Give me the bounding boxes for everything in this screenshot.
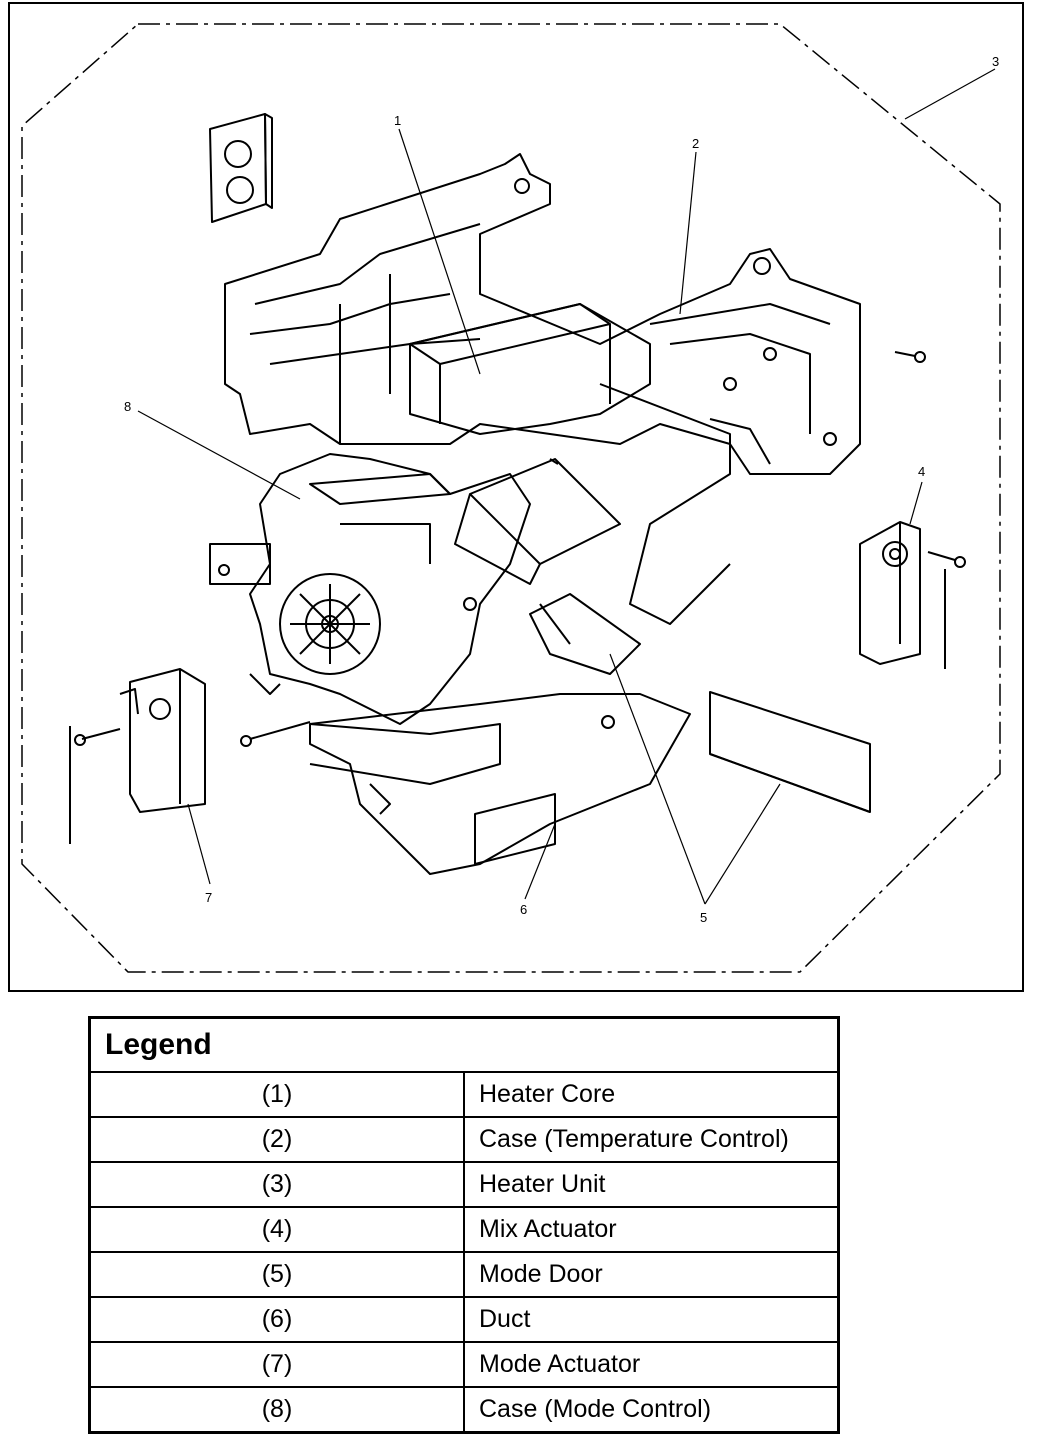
legend-table: Legend (1) Heater Core (2) Case (Tempera… bbox=[88, 1016, 840, 1434]
case-temperature-control bbox=[224, 153, 861, 475]
legend-description: Heater Unit bbox=[463, 1161, 840, 1208]
mode-door-right bbox=[709, 691, 871, 813]
heater-unit-illustration: 1 2 3 4 5 6 7 8 bbox=[21, 23, 1001, 973]
legend-number: (5) bbox=[88, 1251, 465, 1298]
legend-header-row: Legend bbox=[88, 1016, 840, 1073]
screw-top-right bbox=[894, 351, 926, 363]
heater-core bbox=[409, 303, 731, 625]
callout-8: 8 bbox=[124, 399, 131, 414]
legend-number: (3) bbox=[88, 1161, 465, 1208]
legend-number: (1) bbox=[88, 1071, 465, 1118]
callout-6: 6 bbox=[520, 902, 527, 917]
duct bbox=[309, 693, 691, 875]
callout-7: 7 bbox=[205, 890, 212, 905]
leader-lines bbox=[137, 68, 996, 905]
legend-row: (3) Heater Unit bbox=[88, 1161, 840, 1208]
legend-description: Mode Actuator bbox=[463, 1341, 840, 1388]
callout-2: 2 bbox=[692, 136, 699, 151]
screw-bottom-left bbox=[240, 721, 311, 747]
legend-row: (8) Case (Mode Control) bbox=[88, 1386, 840, 1434]
callout-1: 1 bbox=[394, 113, 401, 128]
legend-row: (7) Mode Actuator bbox=[88, 1341, 840, 1388]
legend-number: (6) bbox=[88, 1296, 465, 1343]
legend-row: (4) Mix Actuator bbox=[88, 1206, 840, 1253]
callout-4: 4 bbox=[918, 464, 925, 479]
legend-description: Duct bbox=[463, 1296, 840, 1343]
legend-row: (6) Duct bbox=[88, 1296, 840, 1343]
legend-row: (5) Mode Door bbox=[88, 1251, 840, 1298]
mode-door-lower bbox=[529, 593, 641, 675]
legend-description: Case (Mode Control) bbox=[463, 1386, 840, 1434]
legend-description: Heater Core bbox=[463, 1071, 840, 1118]
legend-number: (7) bbox=[88, 1341, 465, 1388]
heater-unit-boundary bbox=[21, 23, 1001, 973]
mix-actuator bbox=[859, 521, 966, 669]
legend-row: (2) Case (Temperature Control) bbox=[88, 1116, 840, 1163]
gasket-plate bbox=[209, 113, 273, 223]
legend-title: Legend bbox=[88, 1016, 840, 1073]
case-mode-control bbox=[209, 453, 531, 725]
legend-description: Mix Actuator bbox=[463, 1206, 840, 1253]
mode-actuator bbox=[69, 668, 206, 844]
exploded-diagram: 1 2 3 4 5 6 7 8 bbox=[8, 2, 1024, 992]
legend-description: Mode Door bbox=[463, 1251, 840, 1298]
legend-number: (8) bbox=[88, 1386, 465, 1434]
legend-number: (4) bbox=[88, 1206, 465, 1253]
legend-description: Case (Temperature Control) bbox=[463, 1116, 840, 1163]
callout-3: 3 bbox=[992, 54, 999, 69]
callout-5: 5 bbox=[700, 910, 707, 925]
mode-door-upper bbox=[454, 458, 621, 585]
legend-row: (1) Heater Core bbox=[88, 1071, 840, 1118]
legend-number: (2) bbox=[88, 1116, 465, 1163]
